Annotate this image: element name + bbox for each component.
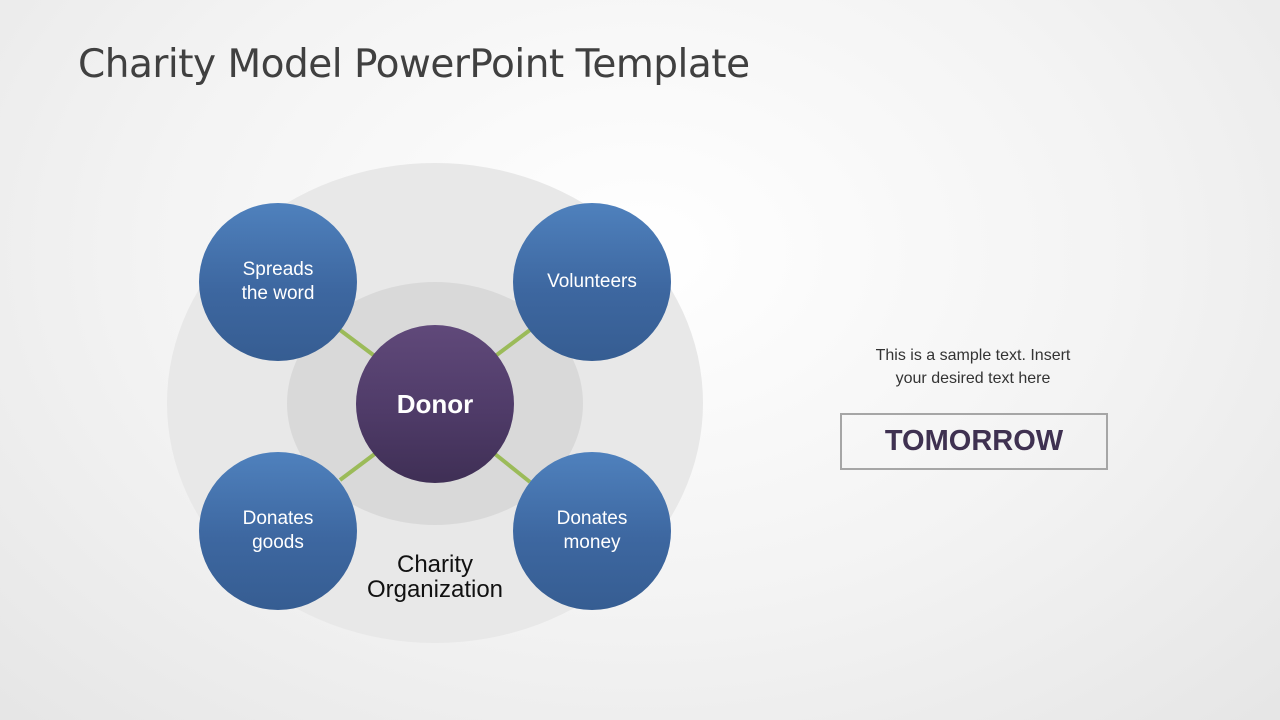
slide-title: Charity Model PowerPoint Template [78, 42, 750, 87]
charity-organization-label: Charity Organization [366, 551, 504, 603]
connector-bottom-right [488, 448, 532, 484]
node-donates-money: Donates money [513, 452, 671, 610]
tomorrow-box: TOMORROW [840, 413, 1108, 470]
node-spreads-the-word: Spreads the word [199, 203, 357, 361]
sample-text: This is a sample text. Insert your desir… [875, 347, 1071, 387]
donor-center-circle: Donor [356, 325, 514, 483]
node-donates-goods: Donates goods [199, 452, 357, 610]
connector-bottom-left [338, 448, 382, 482]
node-volunteers: Volunteers [513, 203, 671, 361]
